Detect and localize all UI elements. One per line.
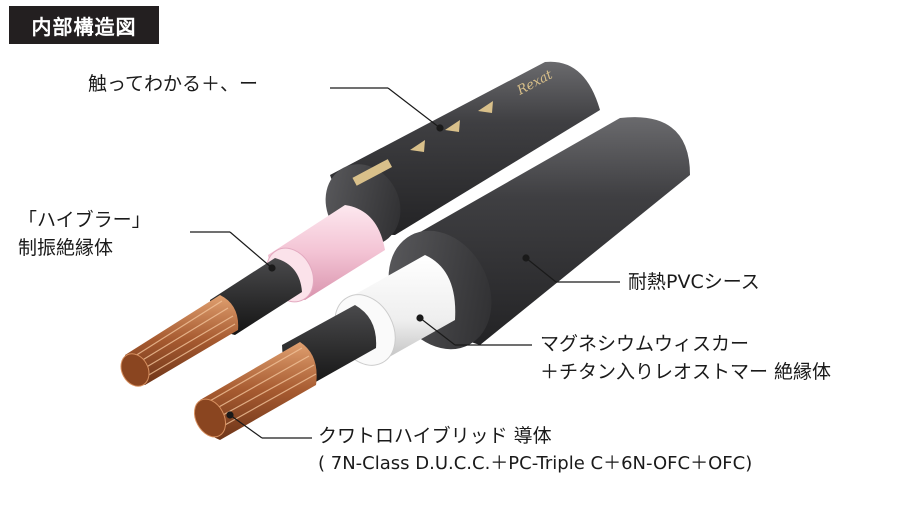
upper-sheath [330,61,600,235]
lower-cable [193,117,690,440]
label-hibrar-insulator: 「ハイブラー」 制振絶縁体 [18,209,151,259]
arrow-marking-1 [410,140,425,152]
arrow-marking-2 [445,120,460,132]
page-title: 内部構造図 [9,6,159,44]
label-pvc-sheath: 耐熱PVCシース [628,271,760,293]
label-touch-markings: 触ってわかる＋、ー [88,73,259,95]
upper-cable: Rexat [120,61,600,387]
arrow-marking-3 [478,101,493,113]
upper-copper-end [120,353,150,387]
lower-copper-end [193,398,227,438]
leader-lines [190,87,620,439]
label-quattro-conductor: クワトロハイブリッド 導体 ( 7N-Class D.U.C.C.＋PC-Tri… [318,425,753,474]
leader-pvc [525,257,557,283]
leader-mag [419,317,456,346]
minus-marking [352,159,393,186]
leader-cond [229,414,263,439]
label-magnesium-insulator: マグネシウムウィスカー ＋チタン入りレオストマー 絶縁体 [540,333,832,383]
